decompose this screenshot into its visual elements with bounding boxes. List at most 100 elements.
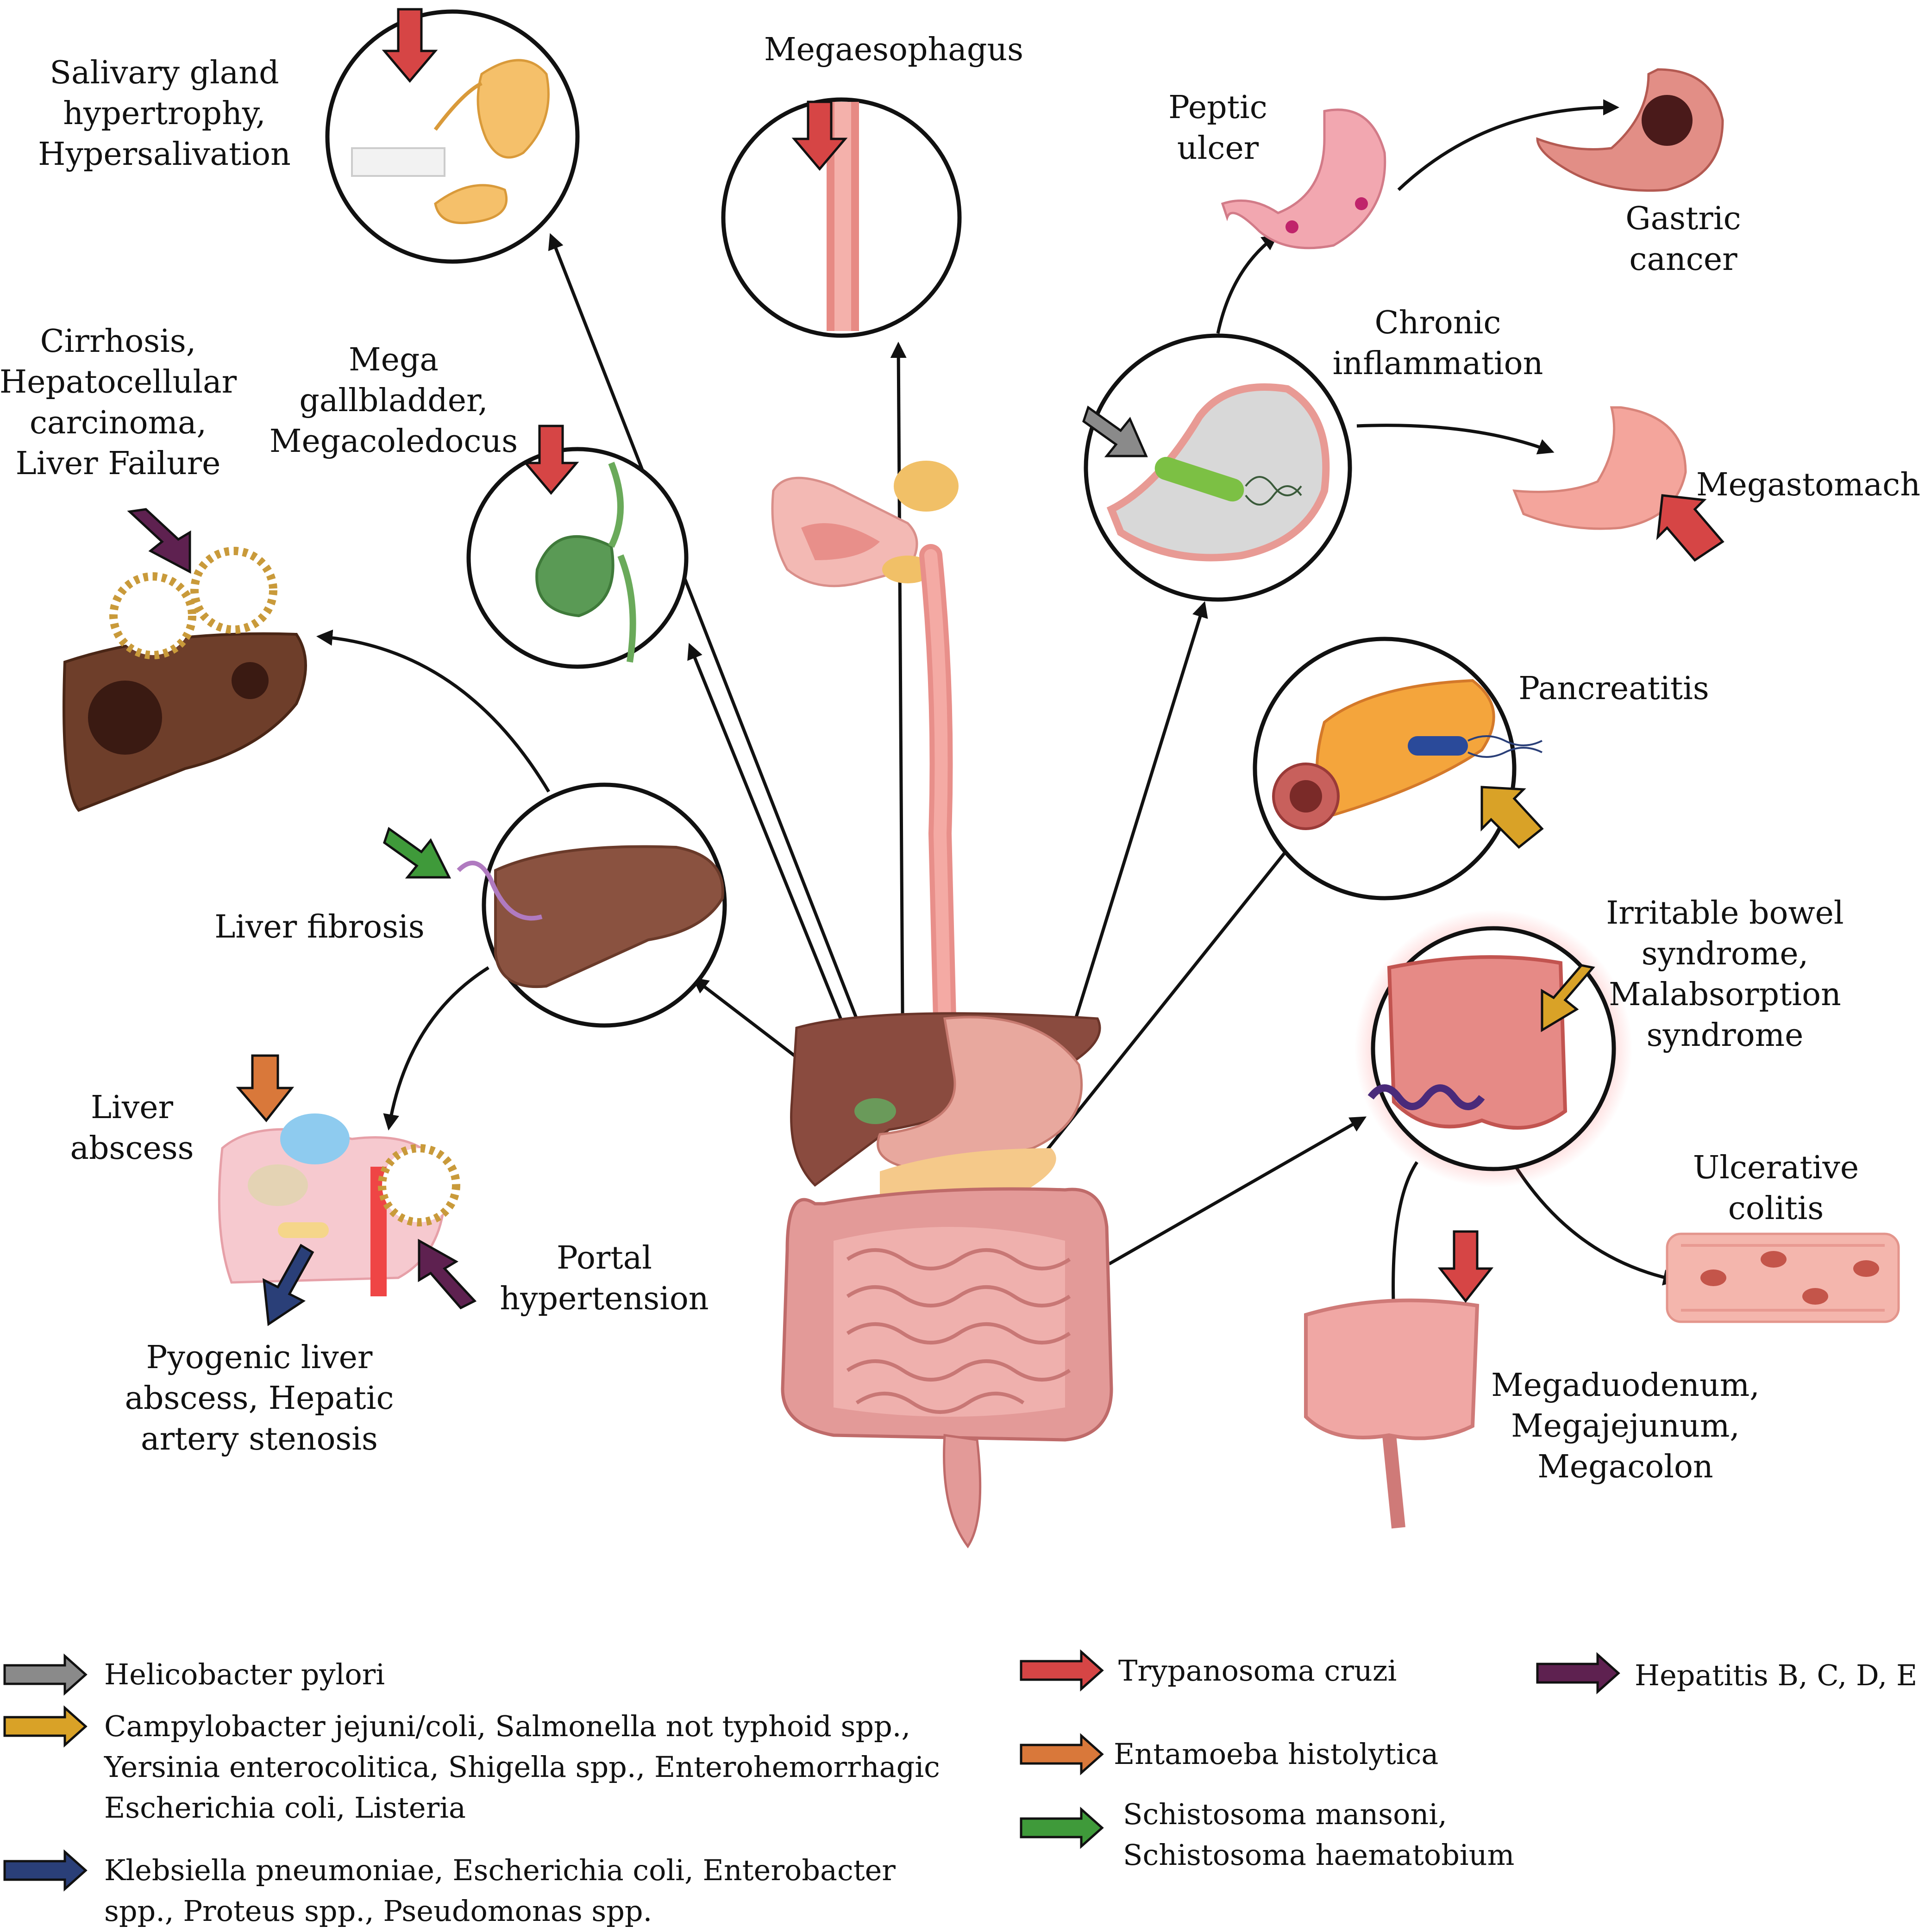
pancreatitis-panel (1253, 637, 1543, 900)
arrow-to-peptic-ulcer (1216, 234, 1279, 334)
legend-text-helicobacter: Helicobacter pylori (104, 1657, 385, 1691)
legend-text-campylobacter: Campylobacter jejuni/coli, Salmonella no… (104, 1709, 940, 1825)
legend-item-hepatitis: Hepatitis B, C, D, E (1536, 1652, 1917, 1694)
legend-item-schistosoma: Schistosoma mansoni, Schistosoma haematob… (1020, 1797, 1514, 1872)
label-megaduodenum-line-2: Megajejunum, (1511, 1408, 1740, 1444)
legend-arrow-trypanosoma (1020, 1649, 1104, 1692)
legend-item-trypanosoma: Trypanosoma cruzi (1020, 1649, 1397, 1692)
legend-item-klebsiella: Klebsiella pneumoniae, Escherichia coli,… (3, 1849, 896, 1928)
label-salivary: Salivary gland hypertrophy, Hypersalivatio… (38, 55, 291, 173)
label-ibs-line-1: Irritable bowel (1606, 895, 1843, 932)
label-gallbladder-line-2: gallbladder, (299, 382, 488, 419)
arrow-to-megaesophagus (890, 342, 907, 1084)
trypanosoma-arrow-megacolon (1437, 1230, 1494, 1303)
label-megastomach-line-1: Megastomach (1696, 467, 1920, 503)
schistosoma-arrow (383, 826, 451, 879)
label-liver-fibrosis-line-1: Liver fibrosis (214, 909, 425, 945)
label-cirrhosis: Cirrhosis, Hepatocellular carcinoma, Liver … (0, 323, 237, 482)
arrow-to-gastric-cancer (1397, 99, 1619, 191)
ulcerative-colitis-illustration (1666, 1232, 1900, 1323)
label-salivary-line-2: hypertrophy, (63, 95, 266, 132)
legend-text-entamoeba-line-1: Entamoeba histolytica (1114, 1737, 1438, 1771)
legend: Helicobacter pylori Campylobacter jejuni… (3, 1649, 1917, 1928)
trypanosoma-arrow-gallbladder (523, 425, 579, 495)
legend-text-entamoeba: Entamoeba histolytica (1114, 1737, 1438, 1771)
label-salivary-line-1: Salivary gland (50, 55, 279, 91)
label-pyogenic-line-3: artery stenosis (141, 1421, 378, 1457)
label-chronic-inflammation: Chronic inflammation (1333, 305, 1543, 382)
arrow-to-megastomach (1356, 424, 1555, 455)
legend-text-schistosoma-line-2: Schistosoma haematobium (1123, 1838, 1514, 1872)
klebsiella-arrow (263, 1244, 314, 1326)
ibs-panel (1354, 910, 1632, 1188)
label-ulcerative-colitis-line-1: Ulcerative (1693, 1150, 1859, 1186)
legend-text-hepatitis-line-1: Hepatitis B, C, D, E (1635, 1658, 1917, 1692)
label-liver-abscess-line-1: Liver (91, 1089, 174, 1126)
label-peptic-ulcer-line-1: Peptic (1168, 89, 1267, 126)
label-megaduodenum: Megaduodenum, Megajejunum, Megacolon (1491, 1367, 1760, 1485)
label-cirrhosis-line-3: carcinoma, (30, 405, 207, 441)
helicobacter-arrow (1082, 405, 1148, 457)
legend-text-campylobacter-line-1: Campylobacter jejuni/coli, Salmonella no… (104, 1709, 910, 1743)
arrow-to-pancreatitis (1045, 835, 1299, 1152)
label-liver-abscess-line-2: abscess (70, 1130, 194, 1167)
legend-text-helicobacter-line-1: Helicobacter pylori (104, 1657, 385, 1691)
arrow-to-megaduodenum (1385, 1161, 1418, 1320)
legend-text-schistosoma-line-1: Schistosoma mansoni, (1123, 1797, 1447, 1831)
label-megaduodenum-line-3: Megacolon (1537, 1449, 1713, 1485)
arrow-to-salivary (548, 233, 891, 1103)
legend-arrow-schistosoma (1020, 1807, 1104, 1849)
label-liver-fibrosis: Liver fibrosis (214, 909, 425, 945)
cirrhosis-liver (63, 547, 307, 812)
legend-item-helicobacter: Helicobacter pylori (3, 1653, 385, 1696)
label-salivary-line-3: Hypersalivation (38, 136, 291, 173)
legend-text-hepatitis: Hepatitis B, C, D, E (1635, 1658, 1917, 1692)
salivary-gland-panel (325, 9, 580, 264)
label-chronic-inflammation-line-1: Chronic (1375, 305, 1501, 341)
label-cirrhosis-line-1: Cirrhosis, (40, 323, 196, 360)
label-chronic-inflammation-line-2: inflammation (1333, 345, 1543, 382)
trypanosoma-arrow-salivary (382, 8, 438, 83)
label-cirrhosis-line-2: Hepatocellular (0, 364, 237, 400)
label-gastric-cancer-line-1: Gastric (1625, 200, 1741, 237)
legend-arrow-helicobacter (3, 1653, 88, 1696)
arrow-to-liver-abscess (383, 966, 489, 1131)
legend-text-klebsiella: Klebsiella pneumoniae, Escherichia coli,… (104, 1853, 896, 1928)
label-gastric-cancer-line-2: cancer (1629, 241, 1737, 278)
label-megaesophagus-line-1: Megaesophagus (764, 31, 1023, 68)
digestive-tract-illustration (771, 461, 1113, 1549)
peptic-ulcer-stomach (1221, 108, 1386, 250)
hepatitis-arrow-cirrhosis (127, 508, 191, 574)
megaesophagus-panel (721, 97, 962, 338)
label-megastomach: Megastomach (1696, 467, 1920, 503)
liver-fibrosis-panel (457, 782, 727, 1028)
label-gallbladder-line-3: Megacoledocus (270, 423, 518, 460)
legend-arrow-klebsiella (3, 1849, 88, 1892)
arrow-to-ulcerative-colitis (1513, 1163, 1680, 1286)
label-cirrhosis-line-4: Liver Failure (16, 445, 221, 482)
label-megaduodenum-line-1: Megaduodenum, (1491, 1367, 1760, 1404)
legend-arrow-campylobacter (3, 1705, 88, 1748)
gastric-cancer-stomach (1536, 68, 1724, 192)
entamoeba-arrow (236, 1054, 295, 1122)
label-pancreatitis: Pancreatitis (1518, 670, 1709, 707)
legend-text-trypanosoma: Trypanosoma cruzi (1118, 1654, 1397, 1688)
legend-text-campylobacter-line-3: Escherichia coli, Listeria (104, 1791, 466, 1825)
label-ibs-line-3: Malabsorption (1609, 976, 1841, 1013)
trypanosoma-arrow-esophagus (791, 100, 848, 171)
legend-text-schistosoma: Schistosoma mansoni, Schistosoma haematob… (1123, 1797, 1514, 1872)
arrow-to-cirrhosis (316, 629, 551, 793)
legend-item-entamoeba: Entamoeba histolytica (1020, 1733, 1438, 1776)
label-ibs-line-4: syndrome (1647, 1017, 1804, 1054)
label-pyogenic-line-2: abscess, Hepatic (125, 1380, 394, 1417)
megacolon-illustration (1304, 1298, 1480, 1529)
label-pancreatitis-line-1: Pancreatitis (1518, 670, 1709, 707)
campylobacter-arrow-pancreas (1480, 786, 1544, 849)
legend-item-campylobacter: Campylobacter jejuni/coli, Salmonella no… (3, 1705, 940, 1825)
